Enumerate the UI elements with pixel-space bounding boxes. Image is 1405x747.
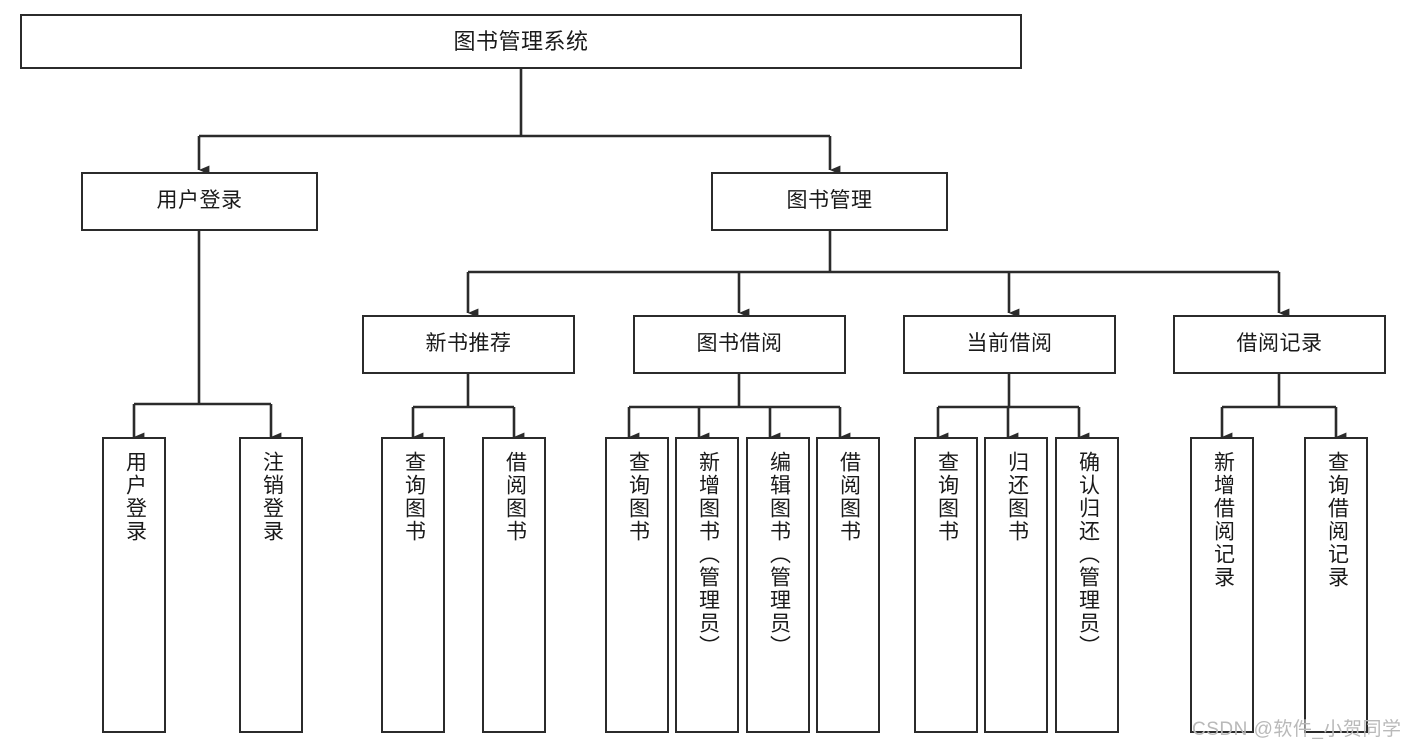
node-leaf-query-book-2[interactable]: 查询图书: [605, 437, 669, 733]
node-label: 查询图书: [402, 451, 426, 543]
node-current-borrow[interactable]: 当前借阅: [903, 315, 1116, 374]
node-leaf-query-book-3[interactable]: 查询图书: [914, 437, 978, 733]
node-leaf-edit-book[interactable]: 编辑图书（管理员）: [746, 437, 810, 733]
node-label: 查询借阅记录: [1325, 451, 1349, 589]
node-leaf-borrow-book-1[interactable]: 借阅图书: [482, 437, 546, 733]
node-borrow-record[interactable]: 借阅记录: [1173, 315, 1386, 374]
node-leaf-add-book[interactable]: 新增图书（管理员）: [675, 437, 739, 733]
node-book-borrow[interactable]: 图书借阅: [633, 315, 846, 374]
node-user-login[interactable]: 用户登录: [81, 172, 318, 231]
node-leaf-query-book-1[interactable]: 查询图书: [381, 437, 445, 733]
node-root-system[interactable]: 图书管理系统: [20, 14, 1022, 69]
node-book-management[interactable]: 图书管理: [711, 172, 948, 231]
node-leaf-add-record[interactable]: 新增借阅记录: [1190, 437, 1254, 733]
node-label: 用户登录: [123, 451, 147, 543]
csdn-watermark: CSDN @软件_小贺同学: [1192, 719, 1402, 740]
node-label: 用户登录: [156, 189, 243, 213]
node-label: 图书管理: [786, 189, 873, 213]
node-label: 当前借阅: [966, 332, 1053, 356]
node-label: 归还图书: [1005, 451, 1029, 543]
node-label: 借阅图书: [837, 451, 861, 543]
node-leaf-logout[interactable]: 注销登录: [239, 437, 303, 733]
node-label: 借阅图书: [503, 451, 527, 543]
node-label: 新书推荐: [425, 332, 512, 356]
node-label: 图书管理系统: [453, 28, 589, 54]
node-leaf-user-login[interactable]: 用户登录: [102, 437, 166, 733]
node-label: 注销登录: [260, 451, 284, 543]
node-leaf-return-book[interactable]: 归还图书: [984, 437, 1048, 733]
node-label: 借阅记录: [1236, 332, 1323, 356]
node-leaf-query-record[interactable]: 查询借阅记录: [1304, 437, 1368, 733]
node-leaf-borrow-book-2[interactable]: 借阅图书: [816, 437, 880, 733]
node-new-book-recommend[interactable]: 新书推荐: [362, 315, 575, 374]
node-leaf-confirm-return[interactable]: 确认归还（管理员）: [1055, 437, 1119, 733]
node-label: 查询图书: [935, 451, 959, 543]
node-label: 确认归还（管理员）: [1076, 451, 1100, 658]
node-label: 查询图书: [626, 451, 650, 543]
node-label: 新增图书（管理员）: [696, 451, 720, 658]
node-label: 图书借阅: [696, 332, 783, 356]
node-label: 新增借阅记录: [1211, 451, 1235, 589]
node-label: 编辑图书（管理员）: [767, 451, 791, 658]
